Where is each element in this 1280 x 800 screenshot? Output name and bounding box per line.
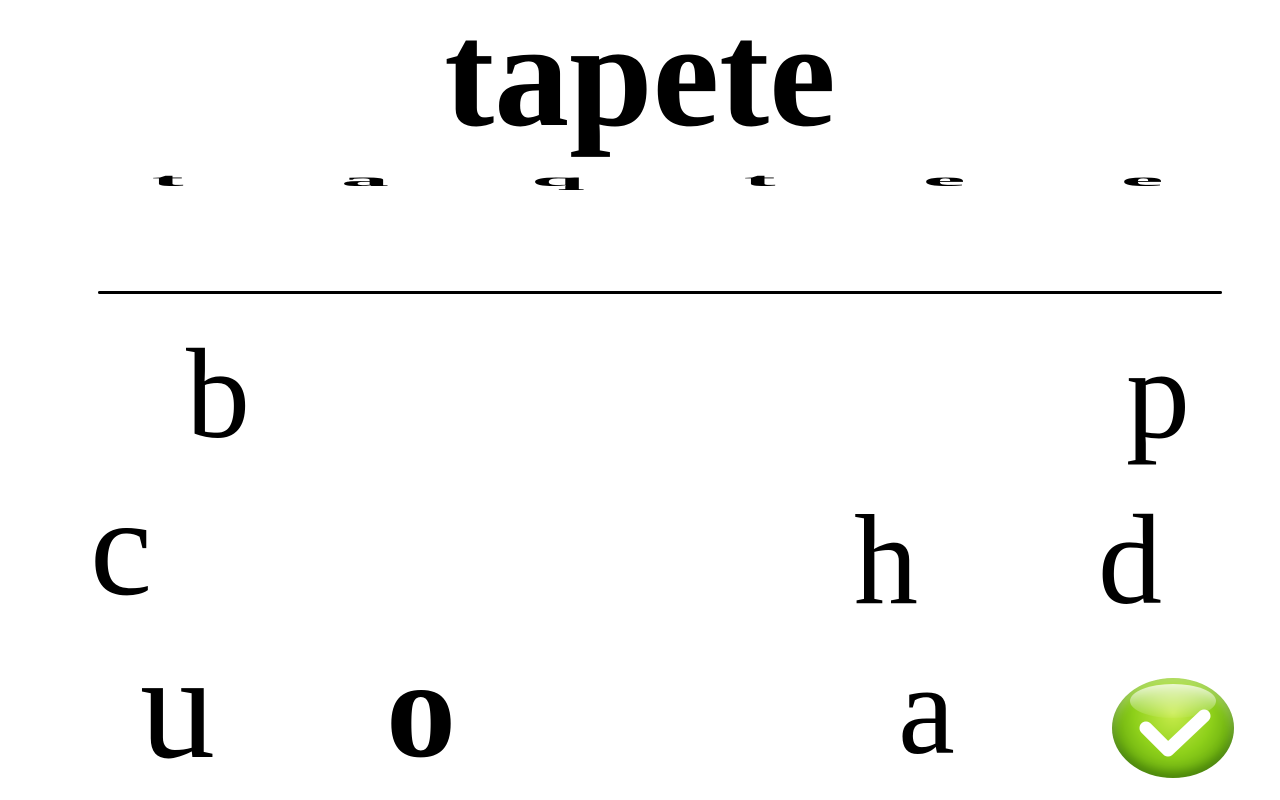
divider-line: [98, 291, 1222, 294]
slot-letter: a: [341, 169, 389, 190]
letter-tile[interactable]: h: [854, 489, 918, 631]
letter-tile[interactable]: u: [140, 624, 215, 790]
slot-letter: e: [922, 169, 966, 190]
answer-slot[interactable]: a: [305, 130, 425, 230]
letter-tile[interactable]: o: [386, 632, 456, 787]
slot-letter: t: [744, 169, 776, 190]
answer-slot[interactable]: t: [108, 130, 228, 230]
slot-letter: q: [531, 169, 585, 190]
answer-slot[interactable]: e: [884, 130, 1004, 230]
answer-slot[interactable]: t: [700, 130, 820, 230]
letter-tile[interactable]: b: [186, 323, 250, 465]
checkmark-icon: [1139, 709, 1211, 757]
check-button[interactable]: [1112, 678, 1234, 778]
letter-tile[interactable]: d: [1098, 489, 1162, 631]
target-word: tapete: [444, 0, 836, 158]
answer-slot[interactable]: q: [498, 130, 618, 230]
letter-tile[interactable]: p: [1126, 323, 1190, 465]
letter-tile[interactable]: a: [898, 639, 955, 781]
letter-tile[interactable]: c: [90, 470, 153, 625]
slot-letter: e: [1120, 169, 1164, 190]
slot-letter: t: [152, 169, 184, 190]
answer-slot[interactable]: e: [1082, 130, 1202, 230]
